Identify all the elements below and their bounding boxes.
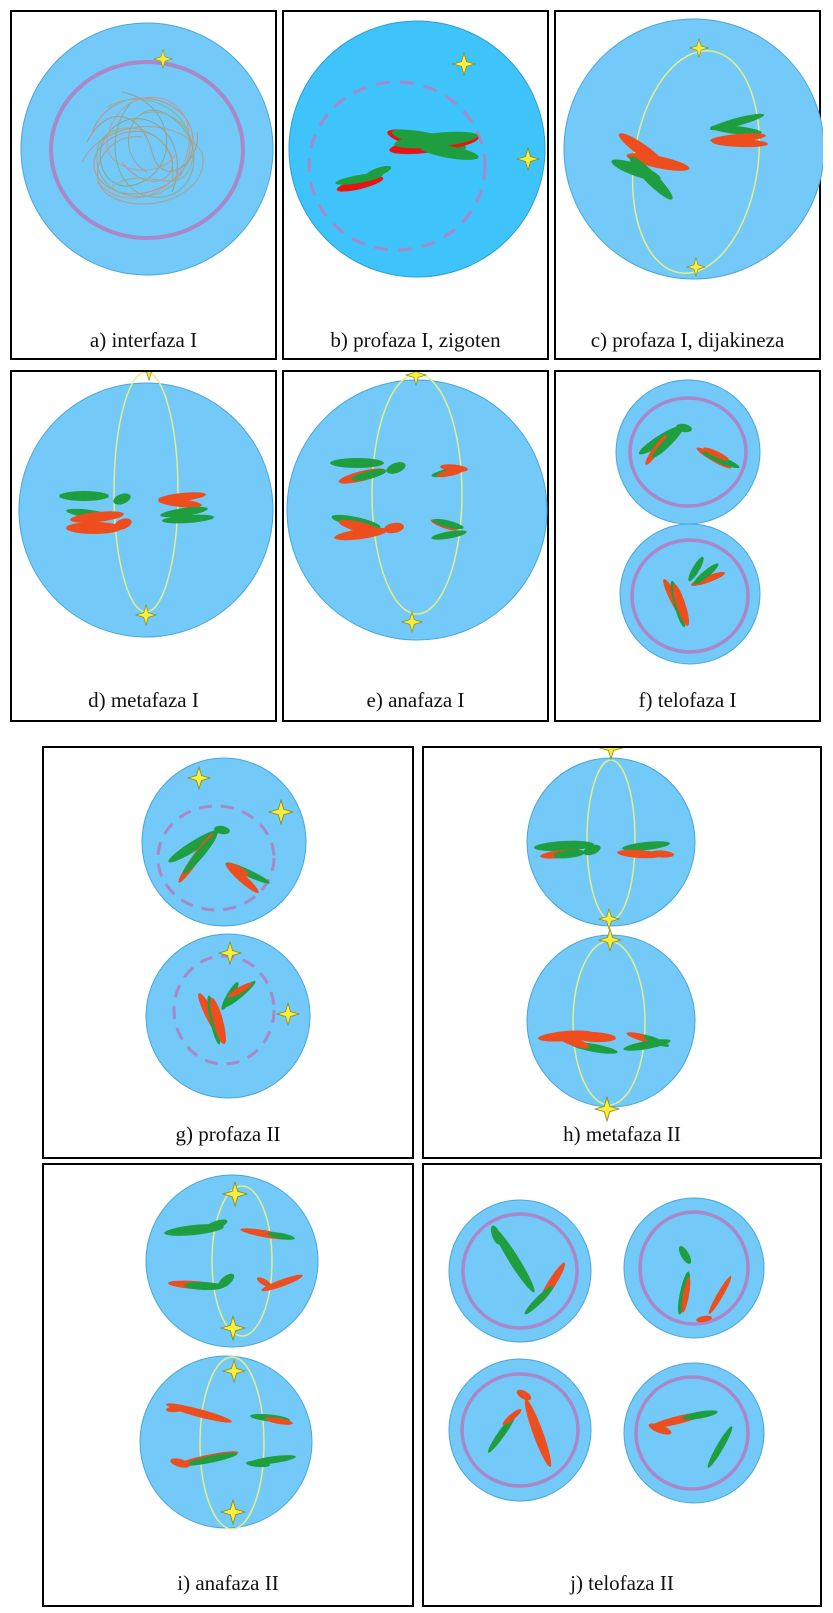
caption-g: g) profaza II <box>175 1122 281 1146</box>
caption-a: a) interfaza I <box>89 328 198 352</box>
bivalent-large <box>387 129 479 160</box>
bivalent-small <box>335 165 392 192</box>
nuclear-envelope-dashed <box>307 80 487 252</box>
panel-e-illustration <box>286 372 548 641</box>
cell-bottom <box>145 933 311 1099</box>
cell-top-left <box>448 1199 592 1343</box>
cell-top <box>141 757 307 927</box>
panel-f-illustration <box>615 379 761 665</box>
cell-bottom <box>139 1355 313 1530</box>
panel-b-zygotene: b) profaza I, zigoten <box>282 10 549 360</box>
cell-top <box>145 1174 319 1348</box>
panel-a-illustration <box>20 22 274 276</box>
chromosomes-lower <box>331 514 467 541</box>
panel-c-diakinesis: c) profaza I, dijakineza <box>554 10 823 360</box>
panel-g-prophase2: g) profaza II <box>42 746 414 1159</box>
cell-bottom-left <box>448 1358 592 1502</box>
cell-bottom <box>526 934 696 1108</box>
caption-c: c) profaza I, dijakineza <box>590 328 785 352</box>
nuclear-envelope <box>49 60 245 240</box>
bivalent-left <box>611 133 690 200</box>
panel-c-illustration <box>563 18 823 280</box>
cell-bottom-right <box>623 1362 765 1504</box>
caption-j: j) telofaza II <box>570 1571 674 1595</box>
cell-body <box>563 18 823 280</box>
bivalent-right <box>158 492 214 524</box>
panel-h-illustration <box>526 748 696 1122</box>
cell-top-right <box>623 1197 765 1339</box>
panel-j-telophase2: j) telofaza II <box>422 1163 822 1607</box>
panel-d-metaphase1: d) metafaza I <box>10 370 277 722</box>
panel-h-metaphase2: h) metafaza II <box>422 746 822 1159</box>
panel-i-illustration <box>139 1174 319 1530</box>
caption-h: h) metafaza II <box>563 1122 681 1146</box>
daughter-cell-top <box>615 379 761 525</box>
panel-a-interphase: a) interfaza I <box>10 10 277 360</box>
panel-f-telophase1: f) telofaza I <box>554 370 821 722</box>
caption-f: f) telofaza I <box>638 688 737 712</box>
panel-b-illustration <box>288 20 546 278</box>
caption-d: d) metafaza I <box>88 688 199 712</box>
caption-b: b) profaza I, zigoten <box>330 328 501 352</box>
daughter-cell-bottom <box>619 523 761 665</box>
cell-top <box>526 757 696 927</box>
chromosomes-upper <box>330 458 468 484</box>
panel-g-illustration <box>141 757 311 1099</box>
panel-i-anaphase2: i) anafaza II <box>42 1163 414 1607</box>
panel-j-illustration <box>448 1197 765 1504</box>
caption-e: e) anafaza I <box>366 688 465 712</box>
panel-e-anaphase1: e) anafaza I <box>282 370 549 722</box>
chromatin-tangle <box>81 91 204 205</box>
bivalent-left <box>59 491 132 534</box>
panel-d-illustration <box>18 372 274 638</box>
centrosome-star-icon <box>599 748 623 760</box>
bivalent-right <box>709 113 768 148</box>
cell-body <box>286 379 548 641</box>
cell-body <box>18 382 274 638</box>
caption-i: i) anafaza II <box>177 1571 279 1595</box>
